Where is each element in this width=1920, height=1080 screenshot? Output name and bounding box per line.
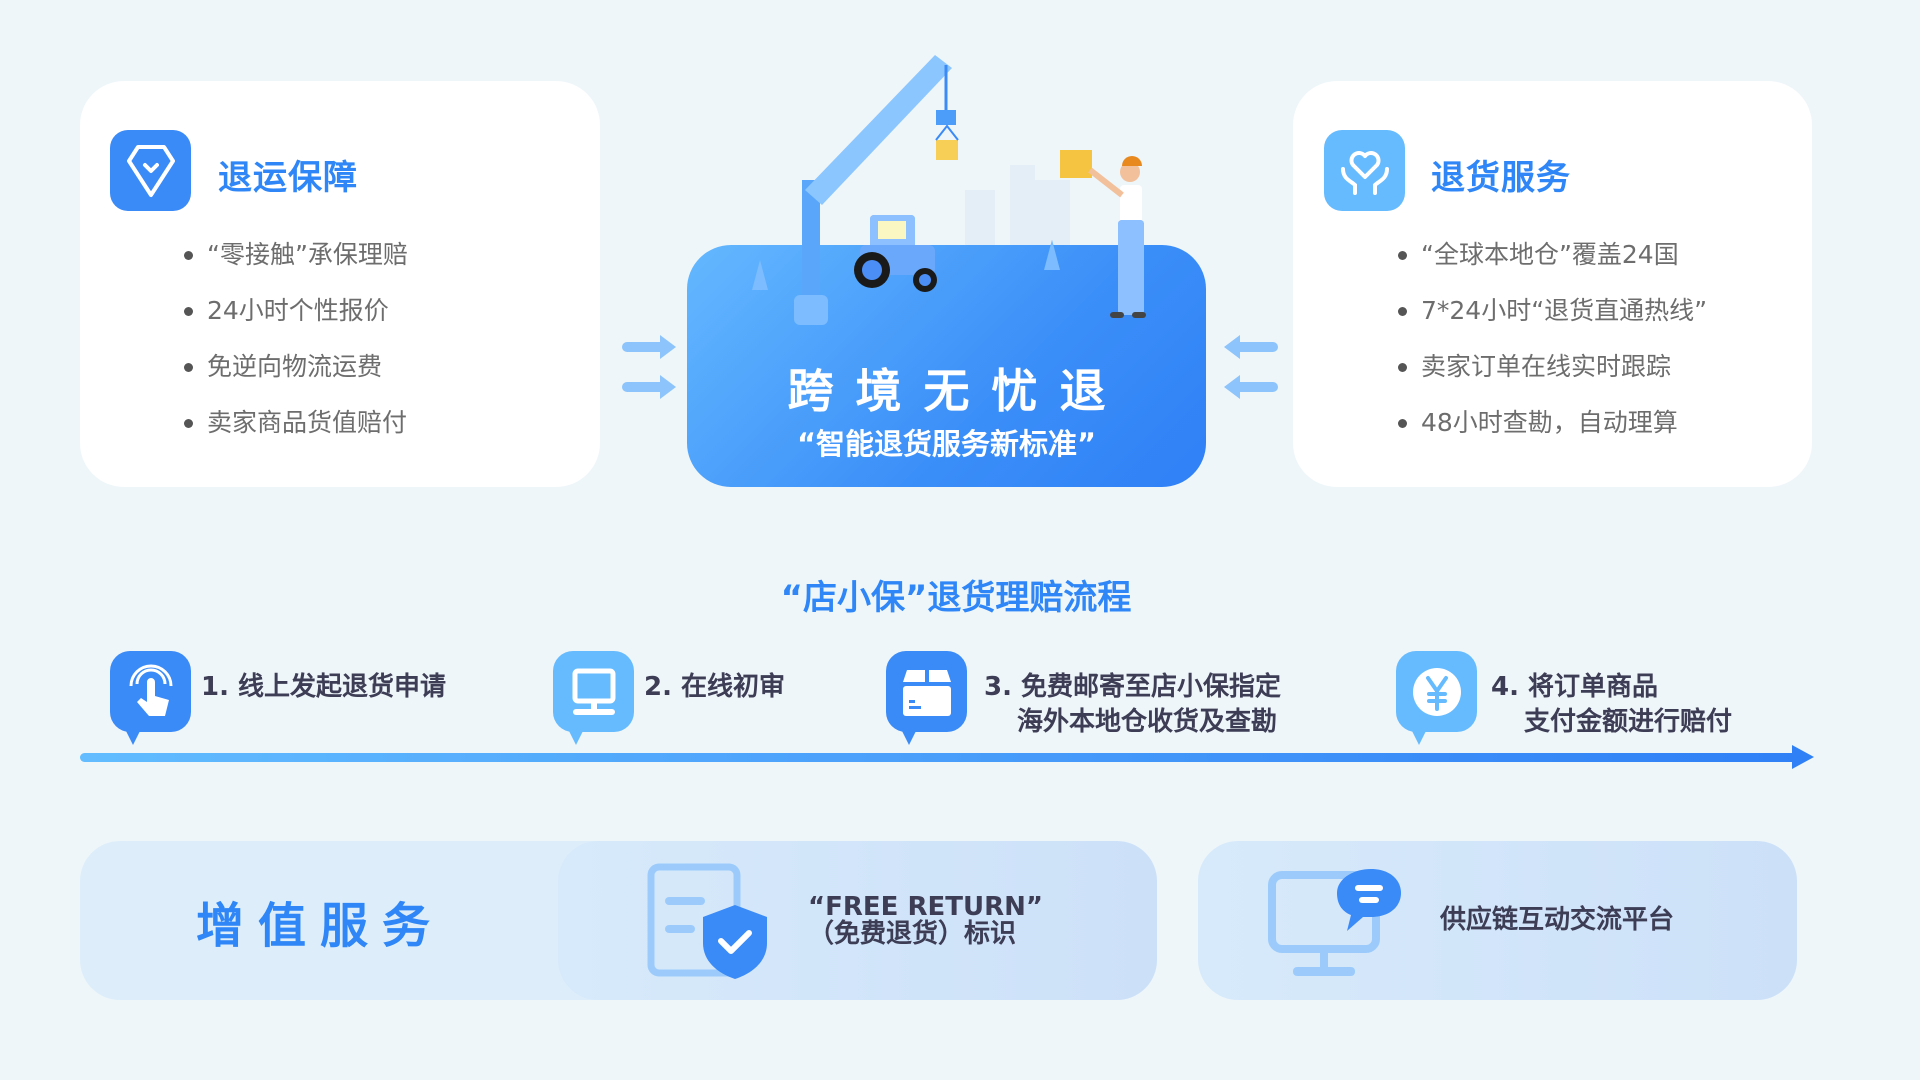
step-1-text: 1. 线上发起退货申请 <box>201 672 447 702</box>
monitor-icon <box>553 651 634 745</box>
diamond-check-icon <box>110 130 191 211</box>
supply-chain-platform-text: 供应链互动交流平台 <box>1440 905 1675 935</box>
free-return-line-1: “FREE RETURN” <box>808 892 1043 922</box>
heart-hands-icon <box>1324 130 1405 211</box>
step-4-line-1: 4. 将订单商品 <box>1491 672 1659 702</box>
hero-banner: 跨境无忧退 “智能退货服务新标准” <box>687 245 1206 487</box>
step-3-line-2: 海外本地仓收货及查勘 <box>1017 707 1278 737</box>
yuan-coin-icon <box>1396 651 1477 745</box>
step-3-text: 3. 免费邮寄至店小保指定 海外本地仓收货及查勘 <box>984 670 1281 740</box>
monitor-chat-icon <box>1268 869 1401 976</box>
list-item: 48小时查勘，自动理算 <box>1398 395 1707 451</box>
step-3-line-1: 3. 免费邮寄至店小保指定 <box>984 672 1282 702</box>
package-box-icon <box>886 651 967 745</box>
free-return-text: “FREE RETURN” （免费退货）标识 <box>808 894 1043 948</box>
free-return-line-2: （免费退货）标识 <box>808 919 1017 949</box>
value-added-title: 增值服务 <box>195 897 444 954</box>
list-item: “全球本地仓”覆盖24国 <box>1398 227 1707 283</box>
list-item-text: 24小时个性报价 <box>207 296 389 325</box>
list-item-text: “全球本地仓”覆盖24国 <box>1421 240 1679 269</box>
supply-chain-platform-card: 供应链互动交流平台 <box>1198 841 1797 1000</box>
feature-list: “零接触”承保理赔 24小时个性报价 免逆向物流运费 卖家商品货值赔付 <box>184 227 408 451</box>
hero-subtitle: “智能退货服务新标准” <box>796 427 1097 461</box>
arrow-left-icon <box>1224 335 1278 399</box>
process-timeline <box>80 753 1800 762</box>
hero-title: 跨境无忧退 <box>787 364 1128 418</box>
document-shield-icon <box>647 863 767 979</box>
card-title: 退运保障 <box>218 158 358 198</box>
step-2-text: 2. 在线初审 <box>644 672 786 702</box>
arrow-right-icon <box>622 335 676 399</box>
step-4-text: 4. 将订单商品 支付金额进行赔付 <box>1491 670 1732 740</box>
return-shipping-guarantee-card: 退运保障 “零接触”承保理赔 24小时个性报价 免逆向物流运费 卖家商品货值赔付 <box>80 81 600 487</box>
step-4-line-2: 支付金额进行赔付 <box>1524 707 1733 737</box>
list-item: 24小时个性报价 <box>184 283 408 339</box>
list-item-text: “零接触”承保理赔 <box>207 240 408 269</box>
list-item: 卖家商品货值赔付 <box>184 395 408 451</box>
return-service-card: 退货服务 “全球本地仓”覆盖24国 7*24小时“退货直通热线” 卖家订单在线实… <box>1293 81 1812 487</box>
touch-tap-icon <box>110 651 191 745</box>
list-item-text: 卖家商品货值赔付 <box>207 408 408 437</box>
list-item: “零接触”承保理赔 <box>184 227 408 283</box>
list-item-text: 卖家订单在线实时跟踪 <box>1421 352 1672 381</box>
list-item: 卖家订单在线实时跟踪 <box>1398 339 1707 395</box>
timeline-arrowhead-icon <box>1792 745 1814 769</box>
list-item-text: 免逆向物流运费 <box>207 352 383 381</box>
process-title: “店小保”退货理赔流程 <box>780 578 1132 618</box>
card-title: 退货服务 <box>1431 158 1571 198</box>
feature-list: “全球本地仓”覆盖24国 7*24小时“退货直通热线” 卖家订单在线实时跟踪 4… <box>1398 227 1707 451</box>
list-item-text: 7*24小时“退货直通热线” <box>1421 296 1708 325</box>
list-item-text: 48小时查勘，自动理算 <box>1421 408 1678 437</box>
list-item: 7*24小时“退货直通热线” <box>1398 283 1707 339</box>
free-return-card: “FREE RETURN” （免费退货）标识 <box>558 841 1157 1000</box>
list-item: 免逆向物流运费 <box>184 339 408 395</box>
